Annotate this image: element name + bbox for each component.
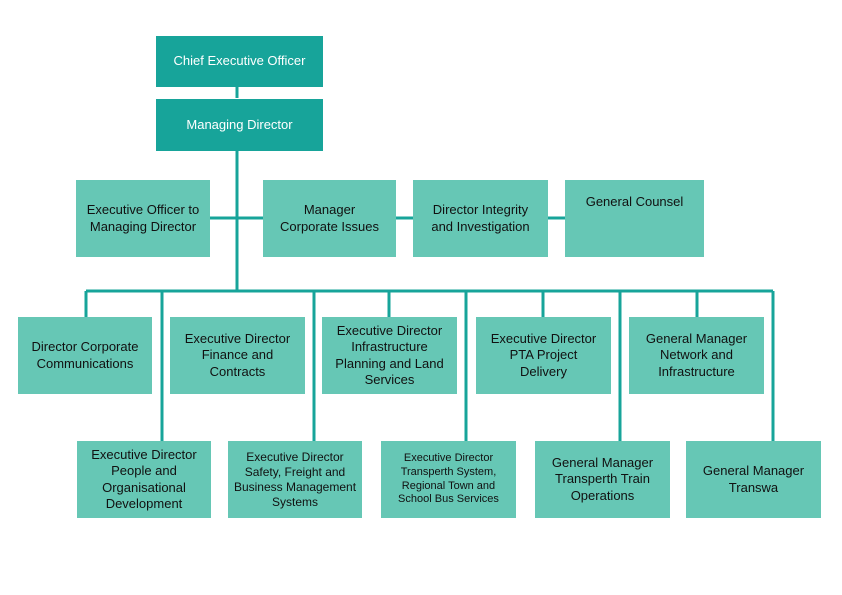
pta-project-delivery-box: Executive Director PTA Project Delivery bbox=[476, 317, 611, 394]
network-infrastructure-box: General Manager Network and Infrastructu… bbox=[629, 317, 764, 394]
ceo-box: Chief Executive Officer bbox=[156, 36, 323, 87]
transwa-box: General Manager Transwa bbox=[686, 441, 821, 518]
director-integrity-box: Director Integrity and Investigation bbox=[413, 180, 548, 257]
manager-corporate-issues-box: Manager Corporate Issues bbox=[263, 180, 396, 257]
executive-officer-box: Executive Officer to Managing Director bbox=[76, 180, 210, 257]
safety-freight-box: Executive Director Safety, Freight and B… bbox=[228, 441, 362, 518]
director-corporate-communications-box: Director Corporate Communications bbox=[18, 317, 152, 394]
infrastructure-planning-box: Executive Director Infrastructure Planni… bbox=[322, 317, 457, 394]
finance-contracts-box: Executive Director Finance and Contracts bbox=[170, 317, 305, 394]
people-organisational-box: Executive Director People and Organisati… bbox=[77, 441, 211, 518]
general-counsel-box: General Counsel bbox=[565, 180, 704, 257]
transperth-train-box: General Manager Transperth Train Operati… bbox=[535, 441, 670, 518]
managing-director-box: Managing Director bbox=[156, 99, 323, 151]
transperth-system-box: Executive Director Transperth System, Re… bbox=[381, 441, 516, 518]
